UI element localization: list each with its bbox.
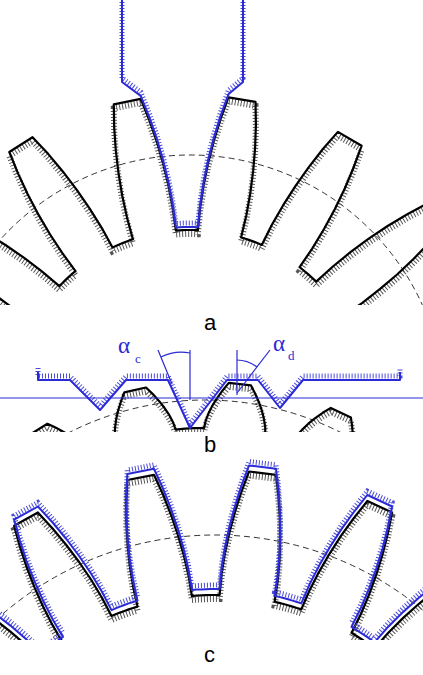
panel-a xyxy=(0,0,423,305)
gear-outline xyxy=(0,383,423,432)
rack-cutter xyxy=(38,372,400,428)
angle-subscript: d xyxy=(288,349,295,362)
pitch-circle xyxy=(0,535,423,640)
angle-symbol: α xyxy=(273,332,285,355)
panel-c xyxy=(0,462,423,641)
panel-b xyxy=(0,383,423,432)
angle-arc xyxy=(161,352,190,357)
panel-letter: c xyxy=(204,644,215,666)
gear-outline xyxy=(0,97,423,305)
rack-hatching xyxy=(38,368,400,424)
pitch-line xyxy=(0,397,423,398)
angle-subscript: c xyxy=(135,352,141,365)
angle-symbol: α xyxy=(118,334,130,357)
shaper-hatching xyxy=(0,462,423,641)
gear-hatching xyxy=(0,101,423,305)
form-cutter xyxy=(122,0,243,228)
cutter-hatching xyxy=(122,0,243,224)
panel-letter: a xyxy=(204,312,216,334)
gear-shaper-cutter xyxy=(0,466,423,641)
flank-line xyxy=(237,350,270,393)
gear-outline xyxy=(0,472,423,641)
reference-line xyxy=(189,350,190,400)
reference-line xyxy=(236,350,237,395)
angle-arc xyxy=(237,360,257,367)
panel-letter: b xyxy=(204,434,216,456)
